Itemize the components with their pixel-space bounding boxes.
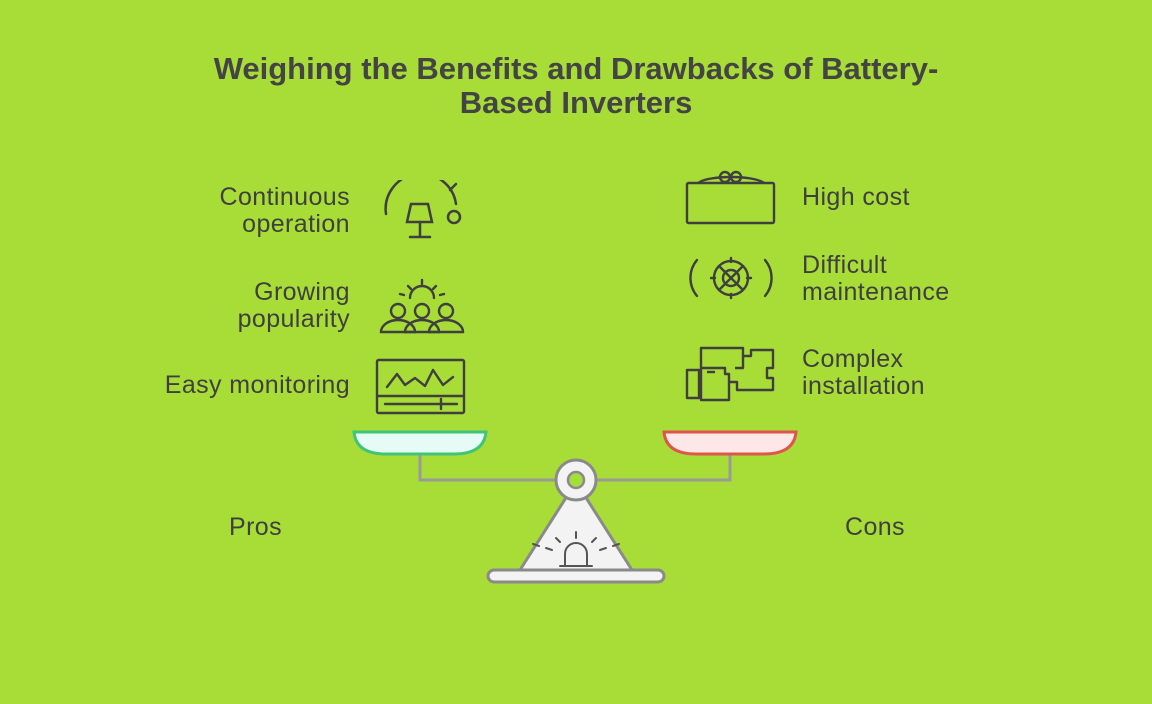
- pro-item-continuous-operation: Continuous operation: [219, 183, 350, 238]
- balance-scale: [352, 430, 798, 584]
- pros-label: Pros: [229, 513, 283, 541]
- con-item-difficult-maintenance: Difficult maintenance: [802, 251, 950, 306]
- lamp-timer-icon: [384, 180, 462, 239]
- people-group-icon: [379, 278, 465, 334]
- money-bag-icon: [685, 170, 776, 225]
- puzzle-pieces-icon: [685, 346, 775, 402]
- monitor-chart-icon: [375, 358, 466, 415]
- con-item-high-cost: High cost: [802, 183, 910, 211]
- cons-pan: [662, 430, 798, 456]
- con-item-complex-installation: Complex installation: [802, 345, 925, 400]
- page-title: Weighing the Benefits and Drawbacks of B…: [0, 52, 1152, 120]
- alarm-light-icon: [532, 531, 620, 567]
- cons-label: Cons: [845, 513, 905, 541]
- pro-item-growing-popularity: Growing popularity: [237, 278, 350, 333]
- scale-base: [486, 568, 666, 584]
- pros-pan: [352, 430, 488, 456]
- pro-item-easy-monitoring: Easy monitoring: [164, 371, 350, 399]
- title-line-2: Based Inverters: [459, 85, 693, 120]
- broken-gear-icon: [689, 256, 773, 300]
- title-line-1: Weighing the Benefits and Drawbacks of B…: [213, 51, 939, 86]
